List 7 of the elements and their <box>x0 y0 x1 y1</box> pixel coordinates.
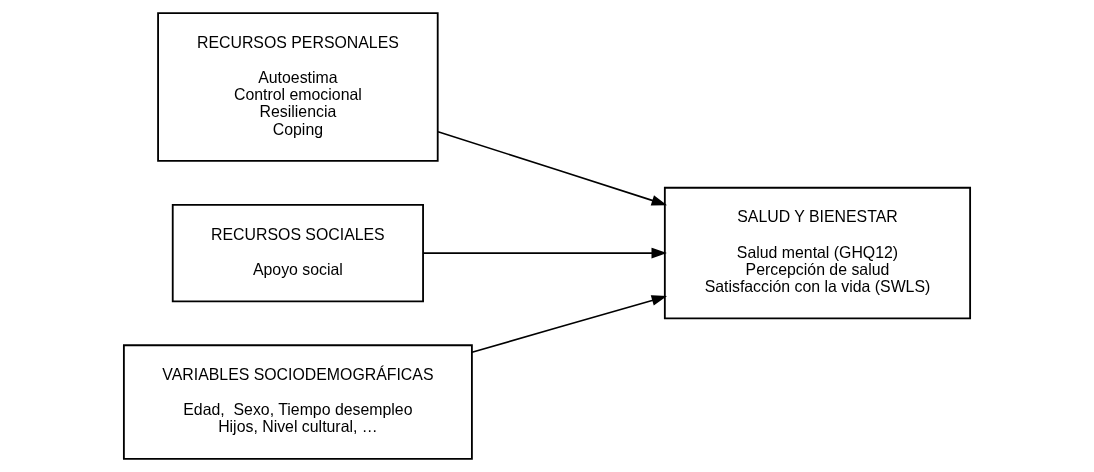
arrow <box>422 247 667 259</box>
node-box: RECURSOS SOCIALES Apoyo social <box>171 203 424 303</box>
node-box: RECURSOS PERSONALES Autoestima Control emocional Resiliencia Coping <box>157 12 439 162</box>
node-box: VARIABLES SOCIODEMOGRÁFICAS Edad, Sexo, Tiempo desempleo Hijos, Nivel cultural, … <box>122 344 473 460</box>
node-box: SALUD Y BIENESTAR Salud mental (GHQ12) Percepción de salud Satisfacción con la vida (SWLS) <box>663 186 972 320</box>
arrow <box>471 295 668 354</box>
arrow <box>437 130 668 206</box>
